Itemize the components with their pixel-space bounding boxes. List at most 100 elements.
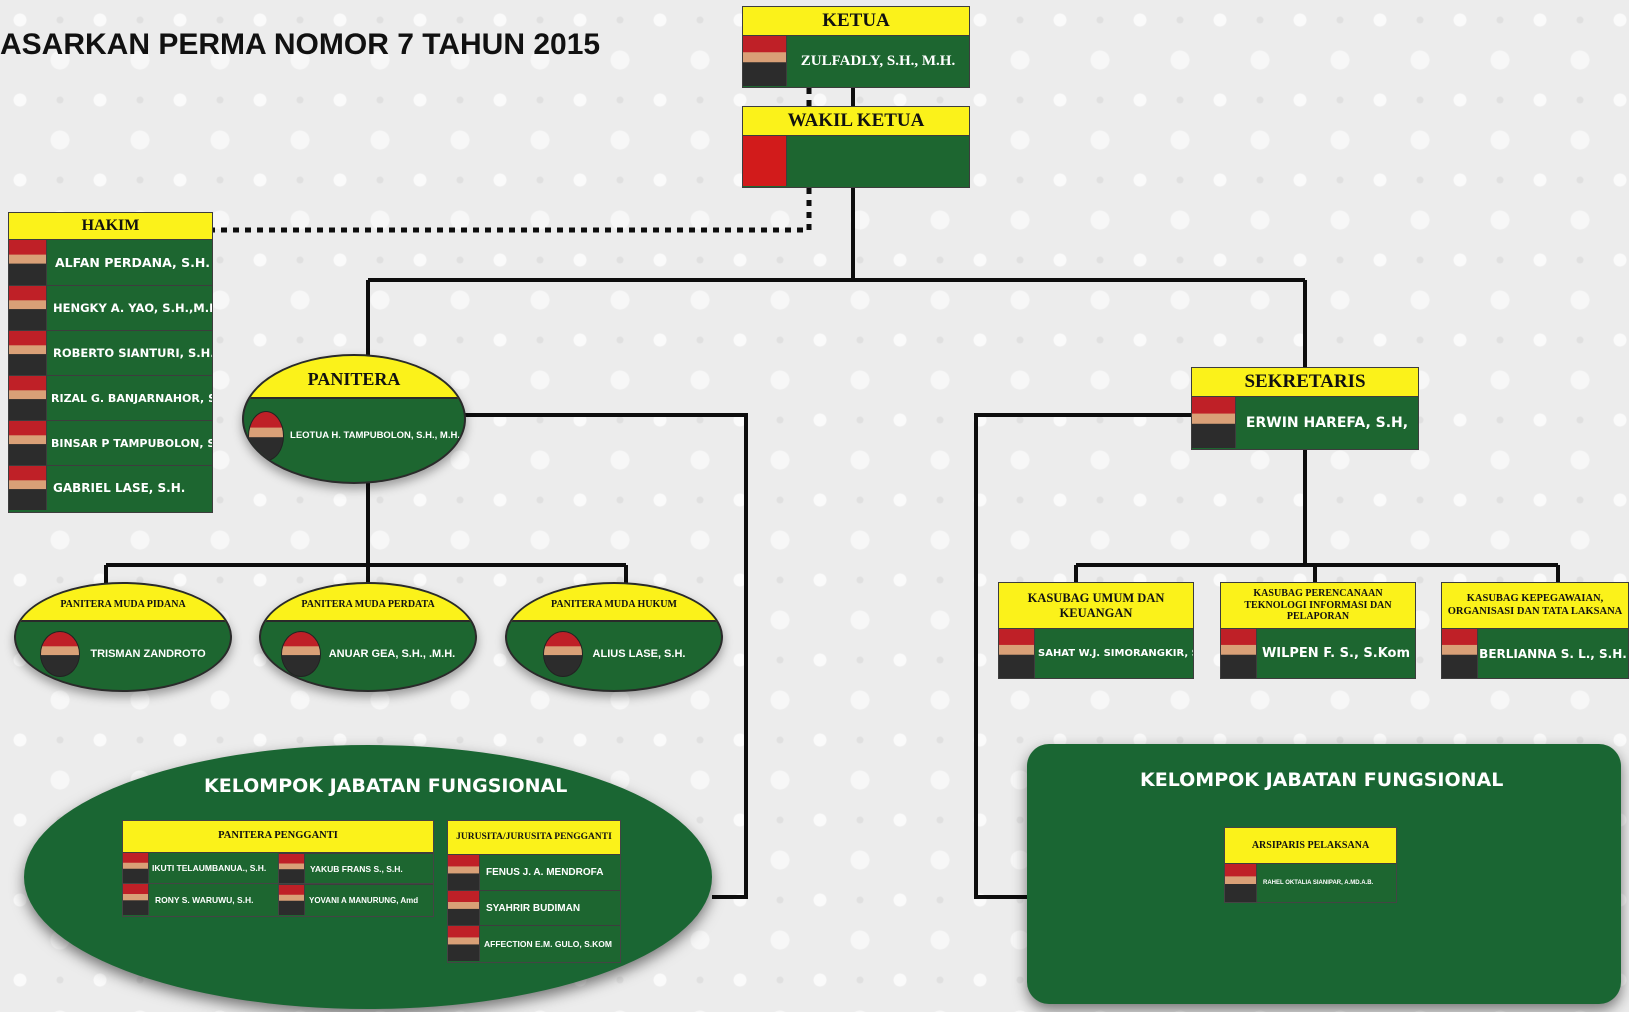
arsiparis-member: RAHEL OKTALIA SIANIPAR, A.MD.A.B. [1225, 864, 1396, 902]
panitera-muda-photo [280, 631, 321, 677]
sekretaris-name: ERWIN HAREFA, S.H, [1245, 414, 1409, 431]
hakim-member-row: ROBERTO SIANTURI, S.H. [9, 330, 212, 375]
panitera-pengganti-photo [279, 854, 305, 883]
hakim-member-row: GABRIEL LASE, S.H. [9, 465, 212, 510]
arsiparis-name: RAHEL OKTALIA SIANIPAR, A.MD.A.B. [1263, 880, 1374, 886]
fungsional-left-title: KELOMPOK JABATAN FUNGSIONAL [204, 775, 568, 797]
hakim-member-name: RIZAL G. BANJARNAHOR, S.H. [51, 391, 212, 405]
panitera-muda-pidana-oval: PANITERA MUDA PIDANA TRISMAN ZANDROTO [14, 582, 232, 692]
kasubag-name: SAHAT W.J. SIMORANGKIR, S.E. [1038, 648, 1193, 659]
jurusita-name: AFFECTION E.M. GULO, S.KOM [484, 938, 612, 949]
kasubag-row: WILPEN F. S., S.Kom [1221, 629, 1415, 678]
panitera-pengganti-title: PANITERA PENGGANTI [123, 821, 433, 853]
hakim-member-name: ALFAN PERDANA, S.H. [55, 255, 211, 270]
kasubag-title: KASUBAG KEPEGAWAIAN, ORGANISASI DAN TATA… [1442, 583, 1628, 629]
ketua-name: ZULFADLY, S.H., M.H. [800, 52, 956, 69]
panitera-muda-name: ANUAR GEA, S.H., .M.H. [328, 648, 456, 660]
hakim-photo [9, 466, 47, 510]
jurusita-member: AFFECTION E.M. GULO, S.KOM [448, 925, 620, 961]
arsiparis-card: ARSIPARIS PELAKSANA RAHEL OKTALIA SIANIP… [1224, 827, 1397, 903]
panitera-pengganti-member: YAKUB FRANS S., S.H. [278, 853, 433, 883]
panitera-pengganti-member: RONY S. WARUWU, S.H. [123, 884, 278, 915]
hakim-photo [9, 286, 47, 330]
jurusita-title: JURUSITA/JURUSITA PENGGANTI [448, 821, 620, 855]
jurusita-photo [448, 891, 480, 925]
kasubag-row: BERLIANNA S. L., S.H. [1442, 629, 1628, 678]
panitera-muda-body: ALIUS LASE, S.H. [507, 622, 721, 690]
kasubag-name: WILPEN F. S., S.Kom [1261, 646, 1411, 661]
panitera-pengganti-member: YOVANI A MANURUNG, Amd [278, 884, 433, 915]
hakim-photo [9, 376, 47, 420]
hakim-member-row: ALFAN PERDANA, S.H. [9, 240, 212, 285]
kasubag-ptip-card: KASUBAG PERENCANAAN TEKNOLOGI INFORMASI … [1220, 582, 1416, 679]
panitera-body: LEOTUA H. TAMPUBOLON, S.H., M.H. [244, 399, 464, 482]
kasubag-kepegawaian-card: KASUBAG KEPEGAWAIAN, ORGANISASI DAN TATA… [1441, 582, 1629, 679]
hakim-member-name: ROBERTO SIANTURI, S.H. [53, 346, 212, 360]
fungsional-right-title: KELOMPOK JABATAN FUNGSIONAL [1140, 769, 1504, 791]
jurusita-member: SYAHRIR BUDIMAN [448, 890, 620, 925]
panitera-pengganti-name: YAKUB FRANS S., S.H. [310, 863, 403, 874]
panitera-muda-body: ANUAR GEA, S.H., .M.H. [261, 622, 475, 690]
panitera-title: PANITERA [244, 356, 464, 399]
panitera-name: LEOTUA H. TAMPUBOLON, S.H., M.H. [290, 430, 460, 441]
panitera-pengganti-card: PANITERA PENGGANTI IKUTI TELAUMBANUA., S… [122, 820, 434, 917]
jurusita-photo [448, 926, 480, 961]
panitera-muda-photo [40, 631, 81, 677]
arsiparis-title: ARSIPARIS PELAKSANA [1225, 828, 1396, 864]
hakim-member-row: HENGKY A. YAO, S.H.,M.H [9, 285, 212, 330]
wakil-ketua-photo [743, 136, 787, 186]
panitera-muda-body: TRISMAN ZANDROTO [16, 622, 230, 690]
hakim-photo [9, 421, 47, 465]
panitera-pengganti-photo [123, 853, 149, 883]
jurusita-member: FENUS J. A. MENDROFA [448, 855, 620, 890]
jurusita-photo [448, 855, 480, 890]
panitera-pengganti-photo [123, 884, 149, 915]
panitera-pengganti-name: IKUTI TELAUMBANUA., S.H. [152, 863, 267, 873]
wakil-ketua-row [743, 136, 969, 186]
panitera-photo [248, 410, 285, 461]
panitera-muda-name: TRISMAN ZANDROTO [90, 648, 206, 660]
page-title: ASARKAN PERMA NOMOR 7 TAHUN 2015 [0, 28, 601, 61]
hakim-member-name: HENGKY A. YAO, S.H.,M.H [53, 301, 212, 315]
ketua-title: KETUA [743, 7, 969, 36]
ketua-card: KETUA ZULFADLY, S.H., M.H. [742, 6, 970, 88]
panitera-pengganti-member: IKUTI TELAUMBANUA., S.H. [123, 853, 278, 883]
hakim-member-name: GABRIEL LASE, S.H. [53, 481, 186, 495]
jurusita-name: FENUS J. A. MENDROFA [486, 867, 604, 878]
panitera-pengganti-photo [279, 885, 305, 915]
jurusita-name: SYAHRIR BUDIMAN [486, 902, 581, 914]
connector-sekretaris-fungsional [974, 413, 1193, 899]
panitera-muda-name: ALIUS LASE, S.H. [592, 648, 686, 660]
wakil-ketua-title: WAKIL KETUA [743, 107, 969, 136]
ketua-row: ZULFADLY, S.H., M.H. [743, 36, 969, 86]
wakil-ketua-card: WAKIL KETUA [742, 106, 970, 188]
sekretaris-card: SEKRETARIS ERWIN HAREFA, S.H, [1191, 367, 1419, 450]
kasubag-photo [999, 629, 1035, 678]
hakim-member-row: BINSAR P TAMPUBOLON, S.H. [9, 420, 212, 465]
hakim-photo [9, 331, 47, 375]
panitera-pengganti-name: YOVANI A MANURUNG, Amd [309, 895, 419, 905]
panitera-muda-title: PANITERA MUDA PERDATA [261, 584, 475, 622]
ketua-photo [743, 36, 787, 86]
kasubag-umum-card: KASUBAG UMUM DAN KEUANGAN SAHAT W.J. SIM… [998, 582, 1194, 679]
panitera-muda-title: PANITERA MUDA PIDANA [16, 584, 230, 622]
sekretaris-photo [1192, 397, 1236, 448]
hakim-member-row: RIZAL G. BANJARNAHOR, S.H. [9, 375, 212, 420]
arsiparis-photo [1225, 864, 1257, 902]
hakim-card: HAKIM ALFAN PERDANA, S.H. HENGKY A. YAO,… [8, 212, 213, 513]
panitera-muda-title: PANITERA MUDA HUKUM [507, 584, 721, 622]
panitera-muda-photo [542, 631, 583, 677]
connector-panitera-fungsional [462, 413, 748, 899]
sekretaris-row: ERWIN HAREFA, S.H, [1192, 397, 1418, 448]
hakim-title: HAKIM [9, 213, 212, 240]
kasubag-name: BERLIANNA S. L., S.H. [1479, 646, 1627, 661]
panitera-muda-perdata-oval: PANITERA MUDA PERDATA ANUAR GEA, S.H., .… [259, 582, 477, 692]
sekretaris-title: SEKRETARIS [1192, 368, 1418, 397]
kasubag-photo [1221, 629, 1257, 678]
kasubag-row: SAHAT W.J. SIMORANGKIR, S.E. [999, 629, 1193, 678]
panitera-pengganti-name: RONY S. WARUWU, S.H. [155, 894, 254, 905]
kasubag-photo [1442, 629, 1478, 678]
hakim-photo [9, 240, 47, 285]
kasubag-title: KASUBAG UMUM DAN KEUANGAN [999, 583, 1193, 629]
